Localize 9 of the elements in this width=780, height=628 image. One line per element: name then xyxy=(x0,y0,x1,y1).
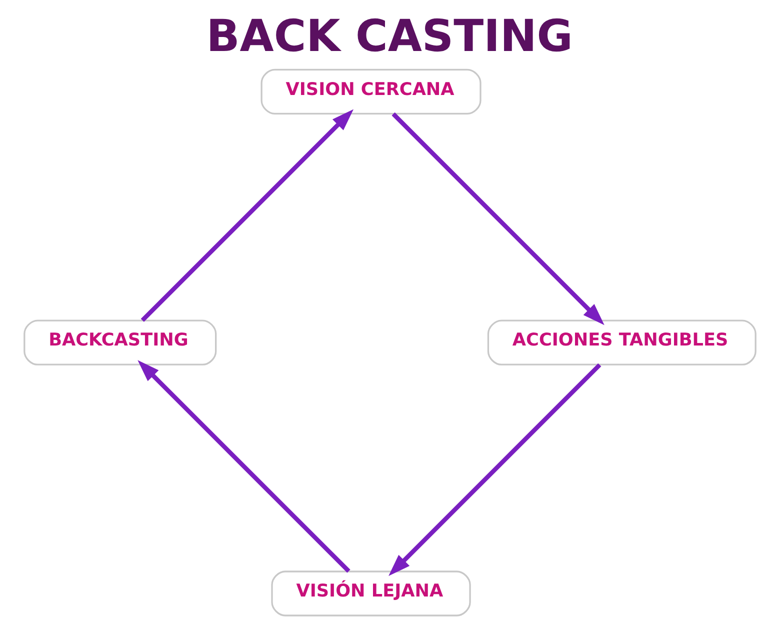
diagram-title: BACK CASTING xyxy=(206,11,573,62)
arrow xyxy=(388,363,602,576)
node-box: BACKCASTING xyxy=(24,320,217,366)
arrow xyxy=(140,109,354,322)
node-box: VISION CERCANA xyxy=(260,68,482,115)
arrow xyxy=(392,112,604,326)
node-box: VISIÓN LEJANA xyxy=(271,570,471,616)
arrow xyxy=(138,360,350,573)
node-box: ACCIONES TANGIBLES xyxy=(487,320,756,366)
